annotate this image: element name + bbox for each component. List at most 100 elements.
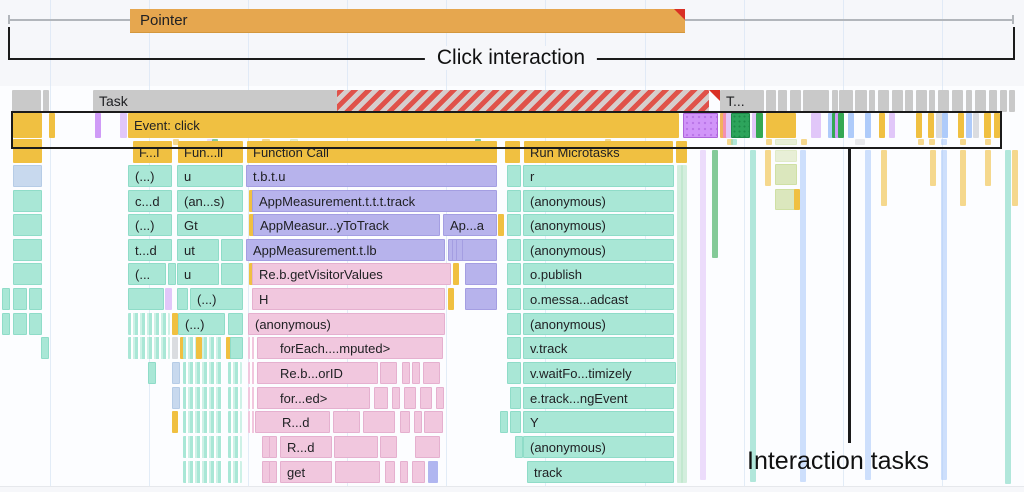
- flame-bar[interactable]: (an...s): [177, 190, 243, 212]
- flame-segment[interactable]: [41, 337, 49, 359]
- flame-bar[interactable]: (anonymous): [523, 313, 674, 335]
- flame-segment[interactable]: [172, 411, 178, 433]
- flame-segment[interactable]: [400, 411, 410, 433]
- flame-segment[interactable]: [380, 362, 397, 384]
- flame-segment[interactable]: [172, 337, 178, 359]
- flame-segment[interactable]: [183, 387, 222, 409]
- flame-segment[interactable]: [120, 113, 127, 138]
- flame-segment[interactable]: [815, 113, 821, 138]
- flame-segment[interactable]: [172, 362, 180, 384]
- flame-segment[interactable]: [936, 113, 942, 138]
- flame-segment[interactable]: [402, 362, 410, 384]
- flame-bar[interactable]: (...: [128, 263, 166, 285]
- flame-segment[interactable]: [507, 263, 521, 285]
- flame-segment[interactable]: [838, 113, 844, 138]
- flame-segment[interactable]: [958, 113, 964, 138]
- flame-bar[interactable]: Re.b...orID: [257, 362, 378, 384]
- flame-segment[interactable]: [183, 461, 222, 483]
- flame-bar[interactable]: u: [177, 165, 243, 187]
- flame-segment[interactable]: [916, 90, 927, 112]
- flame-segment[interactable]: [989, 90, 997, 112]
- flame-bar[interactable]: H: [252, 288, 445, 310]
- flame-segment[interactable]: [13, 165, 42, 187]
- flame-segment[interactable]: [855, 90, 867, 112]
- flame-segment[interactable]: [878, 90, 889, 112]
- flame-bar[interactable]: (anonymous): [248, 313, 445, 335]
- flame-bar[interactable]: Event: click: [128, 113, 679, 138]
- flame-segment[interactable]: [975, 90, 986, 112]
- flame-segment[interactable]: [2, 288, 10, 310]
- flame-segment[interactable]: [905, 90, 913, 112]
- flame-segment[interactable]: [966, 90, 972, 112]
- flame-segment[interactable]: [436, 387, 444, 409]
- flame-segment[interactable]: [428, 461, 438, 483]
- flame-segment[interactable]: [507, 214, 521, 236]
- flame-segment[interactable]: [363, 411, 395, 433]
- flame-segment[interactable]: [13, 288, 27, 310]
- flame-segment[interactable]: [752, 113, 758, 138]
- flame-segment[interactable]: [510, 411, 521, 433]
- flame-segment[interactable]: [228, 411, 242, 433]
- flame-segment[interactable]: [726, 113, 732, 138]
- flame-bar[interactable]: Task: [93, 90, 337, 112]
- flame-segment[interactable]: [230, 337, 243, 359]
- flame-segment[interactable]: [811, 113, 817, 138]
- flame-segment[interactable]: [794, 189, 800, 210]
- flame-bar[interactable]: (...): [178, 313, 225, 335]
- flame-segment[interactable]: [269, 436, 277, 458]
- flame-bar[interactable]: (anonymous): [523, 239, 674, 261]
- flame-segment[interactable]: [392, 387, 400, 409]
- flame-segment[interactable]: [248, 387, 256, 409]
- flame-segment[interactable]: [448, 288, 454, 310]
- flame-segment[interactable]: [966, 113, 972, 138]
- flame-bar[interactable]: c...d: [128, 190, 172, 212]
- flame-bar[interactable]: get: [280, 461, 332, 483]
- flame-segment[interactable]: [828, 113, 834, 138]
- flame-segment[interactable]: [928, 113, 934, 138]
- flame-bar[interactable]: t...d: [128, 239, 172, 261]
- flame-segment[interactable]: [984, 113, 991, 138]
- flame-segment[interactable]: [778, 90, 787, 112]
- flame-segment[interactable]: [424, 411, 443, 433]
- flame-segment[interactable]: [221, 263, 243, 285]
- flame-bar[interactable]: R...d: [255, 411, 330, 433]
- flame-segment[interactable]: [942, 113, 948, 138]
- flame-bar[interactable]: Gt: [177, 214, 243, 236]
- flame-segment[interactable]: [775, 164, 797, 185]
- flame-bar[interactable]: (...): [128, 165, 172, 187]
- flame-segment[interactable]: [420, 387, 432, 409]
- flame-bar[interactable]: (anonymous): [523, 190, 674, 212]
- flame-bar[interactable]: v.waitFo...timizely: [523, 362, 676, 384]
- flame-segment[interactable]: [507, 288, 521, 310]
- flame-segment[interactable]: [13, 113, 42, 138]
- flame-segment[interactable]: [172, 313, 178, 335]
- flame-segment[interactable]: [128, 337, 170, 359]
- flame-segment[interactable]: [916, 113, 922, 138]
- flame-segment[interactable]: [183, 337, 222, 359]
- flame-segment[interactable]: [29, 313, 42, 335]
- flame-segment[interactable]: [507, 362, 521, 384]
- flame-segment[interactable]: [404, 387, 416, 409]
- flame-segment[interactable]: [952, 90, 963, 112]
- flame-bar[interactable]: v.track: [523, 337, 674, 359]
- flame-segment[interactable]: [12, 90, 41, 112]
- flame-segment[interactable]: [507, 239, 521, 261]
- flame-segment[interactable]: [453, 263, 459, 285]
- flame-segment[interactable]: [1000, 90, 1007, 112]
- flame-bar[interactable]: Re.b.getVisitorValues: [252, 263, 451, 285]
- flame-segment[interactable]: [269, 461, 277, 483]
- flame-segment[interactable]: [994, 113, 1000, 138]
- flame-bar[interactable]: Ap...a: [443, 214, 497, 236]
- flame-segment[interactable]: [228, 387, 242, 409]
- flame-bar[interactable]: for...ed>: [257, 387, 370, 409]
- flame-segment[interactable]: [423, 362, 440, 384]
- flame-segment[interactable]: [29, 288, 42, 310]
- flame-segment[interactable]: [973, 113, 979, 138]
- flame-segment[interactable]: [766, 113, 796, 138]
- flame-segment[interactable]: [507, 165, 521, 187]
- flame-segment[interactable]: [832, 90, 838, 112]
- flame-segment[interactable]: [165, 288, 172, 310]
- flame-bar[interactable]: R...d: [280, 436, 332, 458]
- flame-segment[interactable]: [465, 263, 497, 285]
- flame-segment[interactable]: [13, 190, 42, 212]
